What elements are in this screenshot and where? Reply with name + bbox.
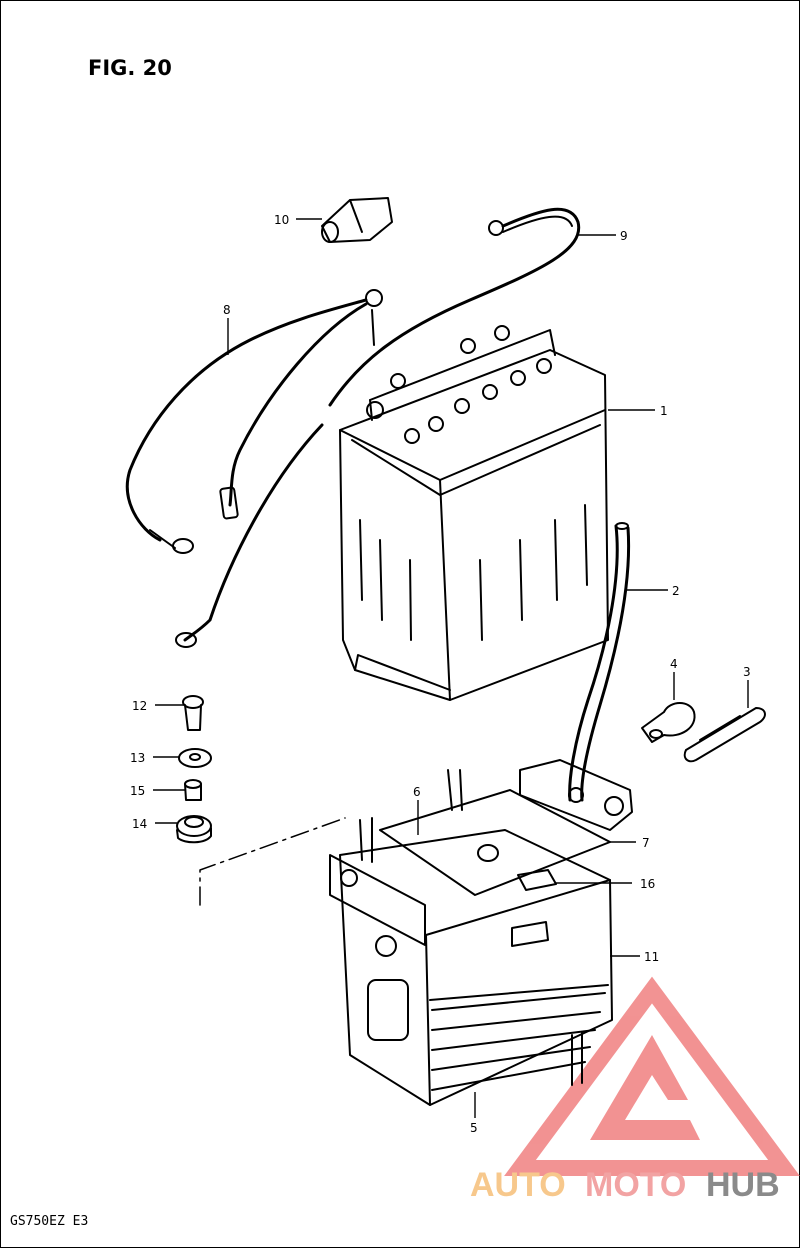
callout-6: 6: [413, 785, 421, 799]
leader-lines: [153, 218, 749, 1118]
callout-11: 11: [644, 950, 659, 964]
battery-cable-part: [328, 207, 581, 407]
callout-14: 14: [132, 817, 147, 831]
battery-holder-part: [329, 759, 633, 1106]
callout-7: 7: [642, 836, 650, 850]
clamp-part: [641, 702, 696, 743]
callout-3: 3: [743, 665, 751, 679]
callout-2: 2: [672, 584, 680, 598]
callout-10: 10: [274, 213, 289, 227]
watermark-logo: [504, 976, 800, 1176]
callout-9: 9: [620, 229, 628, 243]
callout-5: 5: [470, 1121, 478, 1135]
assembly-line: [199, 817, 346, 906]
callout-15: 15: [130, 784, 145, 798]
watermark-moto: MOTO: [585, 1166, 686, 1204]
watermark-hub: HUB: [706, 1166, 780, 1204]
model-code: GS750EZ E3: [10, 1214, 89, 1229]
terminal-cover-part: [321, 197, 393, 243]
battery-lead-part: [125, 289, 383, 648]
callouts: 1 2 3 4 5 6 7 8 9 10 11 12 13 15 14 16: [130, 213, 751, 1135]
tube-guide-part: [683, 707, 766, 763]
callout-13: 13: [130, 751, 145, 765]
grommet-part: [176, 815, 212, 844]
spacer-part: [184, 779, 202, 801]
watermark-text: AUTO MOTO HUB: [470, 1166, 780, 1204]
callout-8: 8: [223, 303, 231, 317]
breather-tube-part: [568, 522, 631, 802]
callout-16: 16: [640, 877, 655, 891]
callout-1: 1: [660, 404, 668, 418]
figure-title: FIG. 20: [88, 56, 172, 80]
bolt-part: [182, 695, 204, 731]
watermark-auto: AUTO: [470, 1166, 566, 1204]
callout-12: 12: [132, 699, 147, 713]
callout-4: 4: [670, 657, 678, 671]
washer-part: [178, 748, 212, 768]
battery-part: [339, 325, 609, 701]
